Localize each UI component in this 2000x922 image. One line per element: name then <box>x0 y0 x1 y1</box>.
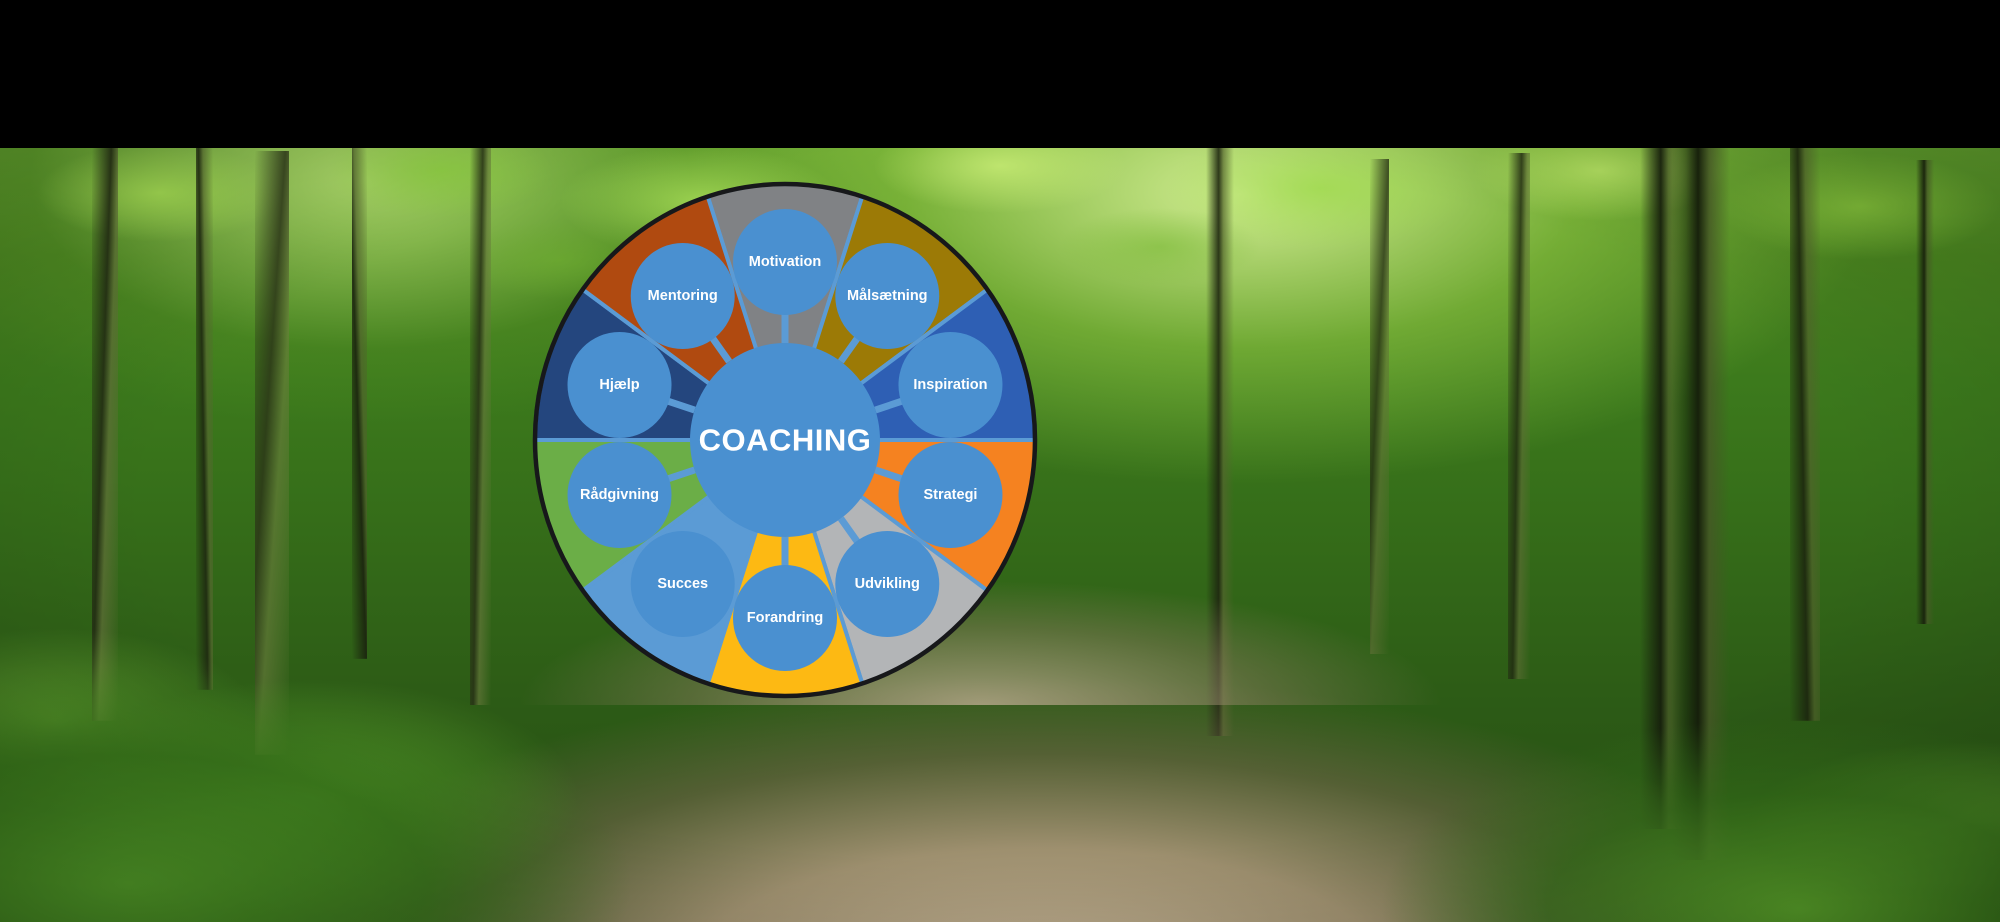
wheel-node-mentoring[interactable]: Mentoring <box>630 242 735 349</box>
wheel-hub-group: COACHING <box>690 343 880 537</box>
node-bubble <box>898 442 1003 549</box>
photo-right-grass-layer <box>1160 581 2000 922</box>
node-bubble <box>835 531 940 638</box>
node-label: Rådgivning <box>580 487 659 503</box>
node-label: Hjælp <box>599 377 639 393</box>
node-bubble <box>630 531 735 638</box>
wheel-node-succes[interactable]: Succes <box>630 531 735 638</box>
node-bubble <box>835 242 940 349</box>
node-bubble <box>733 209 837 315</box>
node-label: Inspiration <box>913 377 987 393</box>
node-bubble <box>630 242 735 349</box>
wheel-hub-bubble[interactable] <box>690 343 880 537</box>
node-bubble <box>567 442 672 549</box>
wheel-node-forandring[interactable]: Forandring <box>733 565 837 671</box>
wheel-node-inspiration[interactable]: Inspiration <box>898 331 1003 438</box>
node-bubble <box>733 565 837 671</box>
wheel-node-m-ls-tning[interactable]: Målsætning <box>835 242 940 349</box>
wheel-outer-rim <box>532 181 1038 699</box>
node-bubble <box>567 331 672 438</box>
node-label: Mentoring <box>648 288 718 304</box>
node-label: Udvikling <box>855 576 920 592</box>
node-bubble <box>898 331 1003 438</box>
wheel-node-strategi[interactable]: Strategi <box>898 442 1003 549</box>
wheel-hub-label: COACHING <box>699 423 872 458</box>
wheel-node-hj-lp[interactable]: Hjælp <box>567 331 672 438</box>
wheel-node-udvikling[interactable]: Udvikling <box>835 531 940 638</box>
node-label: Motivation <box>749 254 822 270</box>
node-label: Målsætning <box>847 288 928 304</box>
wheel-node-r-dgivning[interactable]: Rådgivning <box>567 442 672 549</box>
wheel-node-group: MotivationMålsætningInspirationStrategiU… <box>567 209 1003 671</box>
node-label: Forandring <box>747 610 824 626</box>
coaching-wheel-svg: MotivationMålsætningInspirationStrategiU… <box>532 181 1038 699</box>
wheel-node-motivation[interactable]: Motivation <box>733 209 837 315</box>
wheel-rim-group <box>532 181 1038 699</box>
node-label: Succes <box>657 576 708 592</box>
node-label: Strategi <box>923 487 977 503</box>
